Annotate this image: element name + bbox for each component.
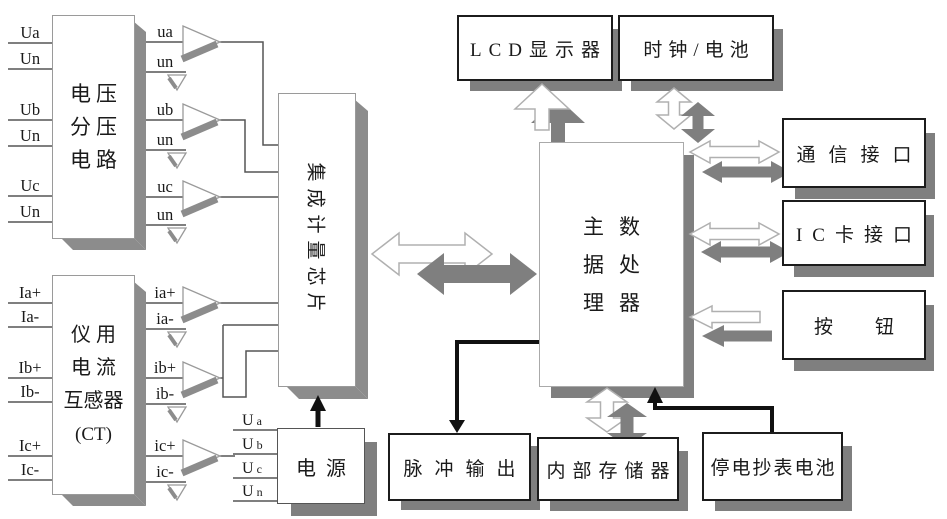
metering-chip-label: 集成计量芯片 [304, 161, 326, 319]
power-input-base: U [242, 436, 254, 453]
voltage-divider-label: 电压 分压 电路 [70, 81, 122, 172]
clock-battery-box: 时钟/电池 [618, 15, 774, 81]
voltage-input-label: Un [19, 49, 41, 68]
voltage-output-label: un [156, 52, 174, 71]
power-input-base: U [242, 460, 254, 477]
voltage-input-label: Uc [20, 176, 40, 195]
lcd-display-label: LCD显示器 [469, 39, 607, 61]
power-input-base: U [242, 412, 254, 429]
power-input-sub: b [256, 438, 263, 452]
chip-processor-arrow [370, 231, 537, 295]
voltage-output-label: un [156, 130, 174, 149]
box-extrusions [60, 21, 368, 506]
metering-chip-box: 集成计量芯片 [278, 93, 356, 387]
voltage-input-label: Un [19, 202, 41, 221]
current-input-label: Ib+ [18, 358, 42, 377]
current-output-label: ic- [156, 462, 174, 481]
signal-lines [8, 41, 277, 502]
pulse-output-box: 脉冲输出 [388, 433, 531, 501]
processor-to-pulse-arrow [449, 340, 539, 433]
lcd-display-box: LCD显示器 [457, 15, 613, 81]
power-input-sub: n [256, 485, 263, 499]
internal-memory-label: 内部存储器 [546, 460, 677, 482]
voltage-input-label: Ua [20, 23, 40, 42]
amplifier-icons [182, 26, 220, 473]
current-input-label: Ib- [20, 382, 40, 401]
current-input-label: Ic+ [18, 436, 42, 455]
battery-to-processor-arrow [647, 387, 774, 432]
processor-memory-arrow [584, 387, 647, 447]
pulse-output-label: 脉冲输出 [403, 458, 528, 480]
power-label: 电源 [296, 457, 356, 480]
button-label: 按钮 [814, 316, 937, 338]
ic-card-interface-box: IC卡接口 [782, 200, 926, 266]
processor-comm-arrow [688, 139, 791, 183]
current-input-label: Ia+ [18, 283, 42, 302]
clock-battery-label: 时钟/电池 [643, 39, 755, 61]
button-box: 按钮 [782, 290, 926, 360]
internal-memory-box: 内部存储器 [537, 437, 679, 501]
main-processor-label-2: 据处 [583, 252, 655, 277]
current-output-label: ib- [155, 384, 175, 403]
power-input-sub: a [256, 414, 262, 428]
power-input-sub: c [256, 462, 262, 476]
processor-iccard-arrow [688, 221, 790, 263]
processor-clock-arrow [654, 87, 715, 143]
outage-battery-box: 停电抄表电池 [702, 432, 843, 501]
main-processor-box: 主数 据处 理器 [539, 142, 684, 387]
current-input-label: Ia- [20, 307, 40, 326]
power-box: 电源 [277, 428, 365, 504]
voltage-output-label: ua [157, 22, 173, 41]
voltage-output-label: ub [156, 100, 174, 119]
main-processor-label-3: 理器 [583, 290, 655, 315]
current-output-label: ia+ [154, 283, 176, 302]
amp-to-chip-wires [220, 41, 278, 457]
voltage-input-label: Ub [19, 100, 41, 119]
current-output-label: ib+ [153, 358, 177, 377]
processor-lcd-arrow [513, 82, 585, 144]
ct-box: 仪用 电流 互感器 (CT) [52, 275, 135, 495]
power-input-base: U [242, 483, 254, 500]
comm-interface-label: 通信接口 [796, 144, 925, 166]
current-output-label: ic+ [154, 436, 176, 455]
current-input-label: Ic- [20, 460, 40, 479]
comm-interface-box: 通信接口 [782, 118, 926, 188]
ct-label: 仪用 电流 互感器 (CT) [63, 324, 124, 445]
voltage-input-label: Un [19, 126, 41, 145]
voltage-output-label: uc [157, 177, 173, 196]
power-to-chip-arrow [310, 395, 326, 427]
voltage-output-label: un [156, 205, 174, 224]
button-processor-arrow [688, 304, 772, 347]
outage-battery-label: 停电抄表电池 [710, 458, 837, 479]
voltage-divider-box: 电压 分压 电路 [52, 15, 135, 239]
ic-card-interface-label: IC卡接口 [795, 224, 922, 246]
current-output-label: ia- [156, 309, 174, 328]
main-processor-label-1: 主数 [583, 214, 655, 239]
